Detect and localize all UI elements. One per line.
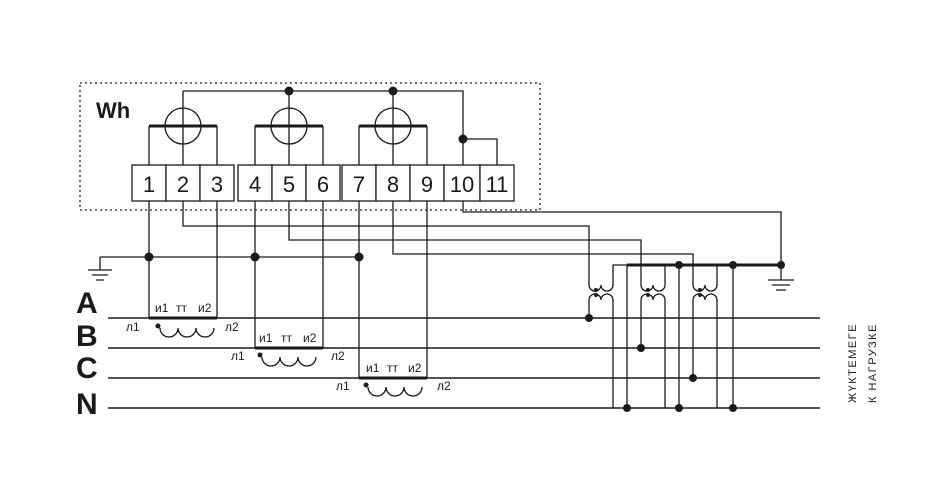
ct-label: и1 bbox=[155, 301, 169, 315]
ct-label: л2 bbox=[437, 379, 451, 393]
ct-label: л2 bbox=[225, 320, 239, 334]
current-transformer-3: и1 тт и2 л1 л2 bbox=[336, 361, 451, 397]
phase-label-b: B bbox=[76, 320, 98, 353]
vt-2-primary bbox=[640, 284, 666, 301]
junction-dot bbox=[354, 252, 364, 262]
junction-dot bbox=[250, 252, 260, 262]
ct-label: и2 bbox=[408, 361, 422, 375]
vt-2-leads bbox=[640, 264, 679, 408]
vt-1-leads bbox=[588, 264, 627, 408]
terminal-9 bbox=[409, 164, 445, 202]
terminal-number: 8 bbox=[387, 172, 399, 197]
ct-label: и1 bbox=[366, 361, 380, 375]
terminal-8-wire bbox=[392, 201, 694, 285]
element-2-cross bbox=[271, 108, 307, 165]
junction-dot bbox=[144, 252, 154, 262]
terminal-number: 4 bbox=[249, 172, 261, 197]
terminal-10 bbox=[443, 164, 481, 202]
meter-elements bbox=[148, 86, 498, 165]
terminal-number: 7 bbox=[353, 172, 365, 197]
ct-label: тт bbox=[176, 301, 187, 315]
ct-label: л2 bbox=[331, 349, 345, 363]
terminal-5-wire bbox=[288, 201, 642, 285]
ct-label: и2 bbox=[303, 331, 317, 345]
terminal-6 bbox=[305, 164, 341, 202]
terminal-block: 1 2 3 4 5 6 7 8 9 10 11 bbox=[131, 164, 515, 202]
ground-icon bbox=[88, 257, 112, 281]
terminal-number: 1 bbox=[143, 172, 155, 197]
vt-1-primary bbox=[588, 284, 614, 301]
ct-label: л1 bbox=[336, 379, 350, 393]
polarity-dot bbox=[594, 293, 598, 297]
terminal-number: 11 bbox=[486, 172, 509, 197]
ct-label: л1 bbox=[231, 349, 245, 363]
load-label-kazakh: ЖҮКТЕМЕГЕ bbox=[847, 323, 859, 403]
element-1-current-legs bbox=[148, 126, 218, 165]
ct-label: тт bbox=[387, 361, 398, 375]
terminal-10-11-link bbox=[463, 138, 498, 165]
terminal-number: 3 bbox=[211, 172, 223, 197]
terminal-number: 6 bbox=[317, 172, 329, 197]
element-3-cross bbox=[375, 108, 411, 165]
ct-label: и1 bbox=[259, 331, 273, 345]
voltage-bus bbox=[183, 90, 464, 136]
ground-icon bbox=[768, 265, 794, 291]
terminal-2-wire bbox=[182, 201, 590, 285]
polarity-dot bbox=[698, 288, 702, 292]
polarity-dot bbox=[646, 288, 650, 292]
terminal-number: 5 bbox=[283, 172, 295, 197]
terminal-11 bbox=[479, 164, 515, 202]
ct-label: л1 bbox=[126, 320, 140, 334]
terminal-10-wire bbox=[462, 201, 782, 265]
load-label-russian: К НАГРУЗКЕ bbox=[867, 323, 879, 403]
polarity-dot bbox=[698, 293, 702, 297]
voltage-transformer-bank bbox=[585, 261, 785, 412]
terminal-number: 9 bbox=[421, 172, 433, 197]
ct-label: тт bbox=[281, 331, 292, 345]
terminal-number: 2 bbox=[177, 172, 189, 197]
phase-label-n: N bbox=[76, 388, 98, 421]
polarity-dot bbox=[594, 288, 598, 292]
current-transformer-2: и1 тт и2 л1 л2 bbox=[231, 331, 345, 367]
phase-label-a: A bbox=[76, 287, 98, 320]
ct-label: и2 bbox=[198, 301, 212, 315]
vt-neutral-drops bbox=[626, 265, 734, 408]
vt-3-leads bbox=[692, 264, 733, 408]
phase-label-c: C bbox=[76, 352, 98, 385]
element-3-current-legs bbox=[358, 126, 428, 165]
meter-housing bbox=[79, 82, 541, 211]
element-2-current-legs bbox=[254, 126, 324, 165]
meter-label: Wh bbox=[96, 98, 130, 123]
element-1-cross bbox=[165, 108, 201, 165]
polarity-dot bbox=[646, 293, 650, 297]
terminal-number: 10 bbox=[450, 172, 474, 197]
vt-3-primary bbox=[692, 284, 718, 301]
phase-lines: A B C N bbox=[76, 287, 820, 421]
terminal-2 bbox=[165, 164, 201, 202]
current-transformer-1: и1 тт и2 л1 л2 bbox=[126, 301, 239, 338]
